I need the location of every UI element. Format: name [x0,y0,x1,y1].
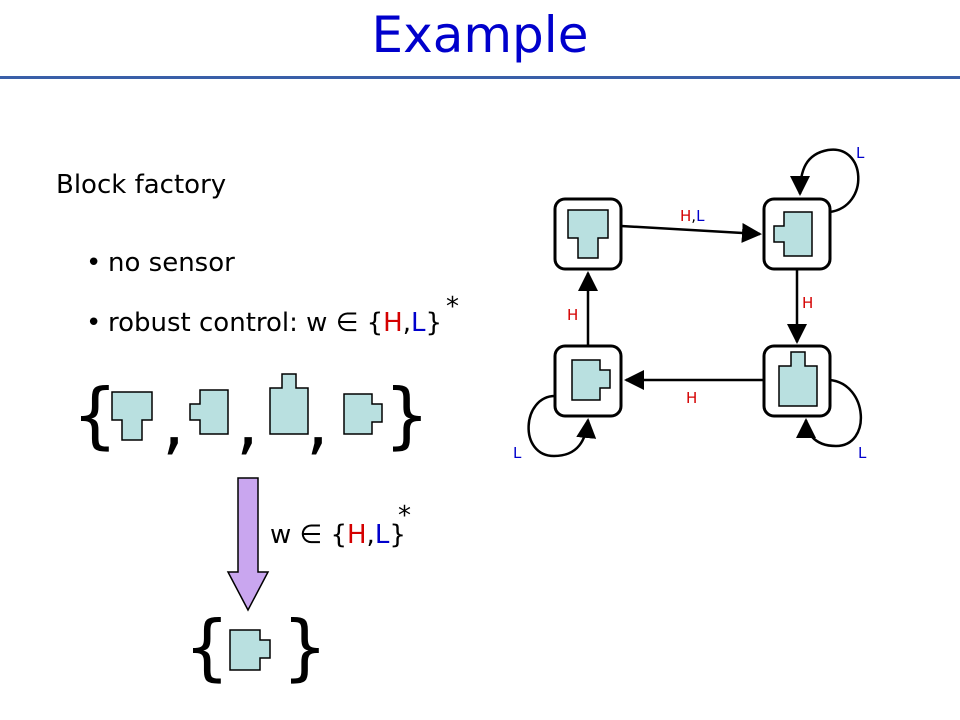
arrow-label: w ∈ {H,L} [270,520,406,550]
edge-label-loop-bottom-right: L [858,444,867,462]
block-shape-4 [343,393,383,435]
result-close-brace: } [282,605,328,689]
loop-top-right [790,148,860,214]
bullet-no-sensor: •no sensor [86,248,235,278]
input-L: L [410,308,426,338]
block-shape-2 [189,389,229,435]
title-underline [0,76,960,79]
arrow-label-prefix: w ∈ { [270,520,347,550]
state-block-bottom-right [778,351,818,407]
edge-top [620,222,762,243]
set-close-brace: } [384,373,430,457]
bullet-dot: • [86,308,102,338]
arrow-label-comma: , [367,520,375,550]
block-shape-3 [269,373,309,435]
bullet-text-prefix: robust control: w ∈ { [108,308,384,338]
set-comma-1: , [162,379,185,463]
bullet-text: no sensor [108,248,235,278]
edge-label-top-L: L [696,207,705,225]
bullet-text-suffix: } [425,308,443,338]
page-title: Example [371,6,589,64]
loop-bottom-right [796,378,862,448]
loop-bottom-left [527,394,597,458]
edge-label-top-comma: , [691,207,696,225]
result-block-shape [229,629,271,671]
input-H: H [383,308,403,338]
state-block-top-left [567,209,609,259]
edge-label-bottom: H [686,389,697,407]
state-block-top-right [773,211,813,257]
arrow-label-H: H [347,520,367,550]
set-open-brace: { [72,373,118,457]
edge-label-top-H: H [680,207,691,225]
edge-label-left: H [567,306,578,324]
state-graph: H,L H H H L L L [513,144,867,462]
kleene-star: * [446,292,460,322]
set-comma-2: , [236,379,259,463]
reduction-arrow [226,477,270,612]
arrow-label-suffix: } [389,520,406,550]
bullet-robust-control: •robust control: w ∈ {H,L}* [86,292,459,338]
edge-label-right: H [802,294,813,312]
arrow-label-L: L [375,520,390,550]
edge-label-top: H,L [680,207,705,225]
arrow-label-star: * [398,501,411,531]
state-block-bottom-left [571,359,611,401]
block-shape-1 [111,391,153,441]
edge-label-loop-top-right: L [856,144,865,162]
set-comma-3: , [306,379,329,463]
subtitle: Block factory [56,170,227,200]
comma: , [402,308,411,338]
edge-label-loop-bottom-left: L [513,444,522,462]
result-open-brace: { [184,605,230,689]
bullet-dot: • [86,248,102,278]
